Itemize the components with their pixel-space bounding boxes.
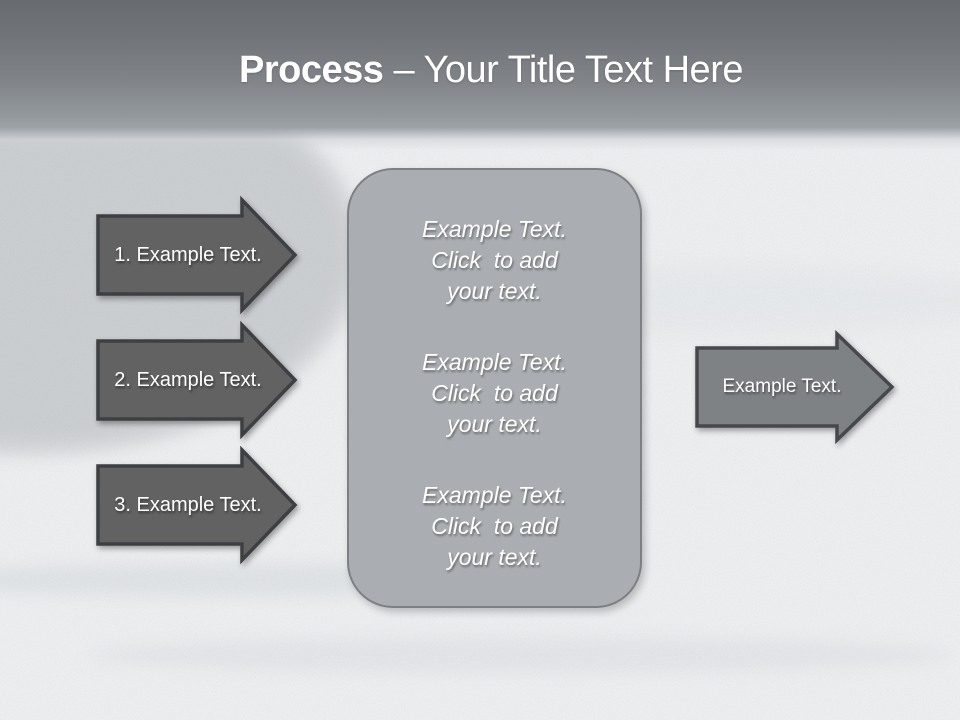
arrow-right-icon <box>96 195 298 315</box>
arrow-right-icon <box>96 445 298 565</box>
process-step-arrow-1[interactable]: 1. Example Text. <box>96 195 298 315</box>
process-step-arrow-3[interactable]: 3. Example Text. <box>96 445 298 565</box>
process-output-label: Example Text. <box>722 376 842 397</box>
placeholder-paragraph-1[interactable]: Example Text. Click to add your text. <box>422 216 567 304</box>
arrow-right-icon <box>96 320 298 440</box>
process-step-label-2: 2. Example Text. <box>114 368 262 391</box>
process-step-arrow-2[interactable]: 2. Example Text. <box>96 320 298 440</box>
process-output-arrow[interactable]: Example Text. <box>695 329 895 445</box>
process-step-label-1: 1. Example Text. <box>114 243 262 266</box>
arrow-right-icon <box>695 329 895 445</box>
placeholder-paragraph-3[interactable]: Example Text. Click to add your text. <box>422 482 567 570</box>
placeholder-paragraph-2[interactable]: Example Text. Click to add your text. <box>422 349 567 437</box>
text-placeholder-box[interactable]: Example Text. Click to add your text. Ex… <box>347 168 642 608</box>
process-step-label-3: 3. Example Text. <box>114 493 262 516</box>
